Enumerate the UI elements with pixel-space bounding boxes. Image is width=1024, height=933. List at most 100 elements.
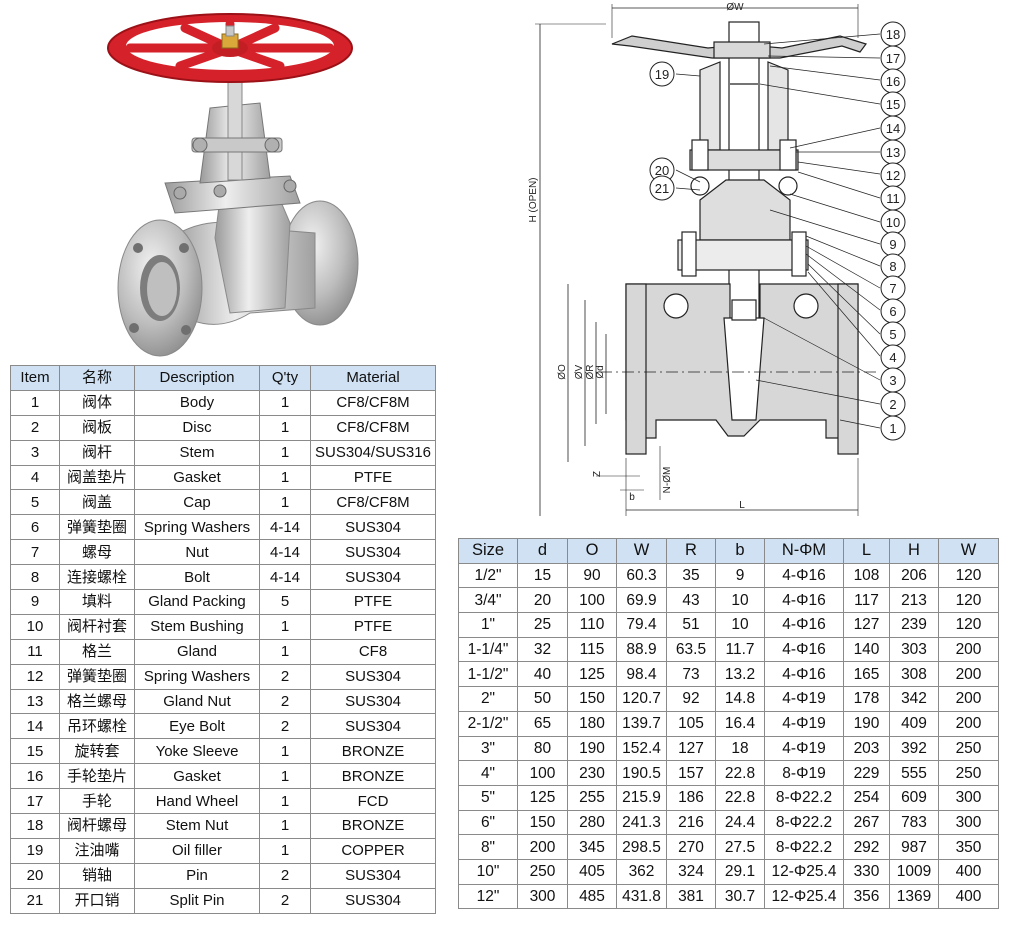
- table-cell: 弹簧垫圈: [59, 663, 135, 690]
- table-cell: 12-Φ25.4: [764, 858, 844, 885]
- table-cell: 4-14: [259, 514, 311, 541]
- table-cell: 92: [666, 686, 716, 712]
- table-cell: Hand Wheel: [134, 788, 260, 815]
- table-cell: 1: [259, 738, 311, 765]
- svg-text:2: 2: [889, 397, 896, 412]
- table-cell: 4-Φ19: [764, 710, 844, 737]
- table-cell: SUS304: [310, 663, 436, 690]
- table-cell: BRONZE: [310, 738, 436, 765]
- table-cell: 格兰螺母: [59, 688, 135, 715]
- table-cell: 300: [517, 883, 568, 910]
- table-cell: 254: [843, 784, 890, 811]
- table-cell: 8: [10, 564, 60, 591]
- table-cell: 开口销: [59, 887, 135, 914]
- table-cell: 609: [889, 784, 939, 811]
- table-cell: 186: [666, 784, 716, 811]
- table-cell: 5": [458, 784, 518, 811]
- table-cell: 13.2: [715, 661, 765, 688]
- table-cell: 10: [715, 587, 765, 614]
- table-cell: 2: [259, 713, 311, 740]
- svg-text:21: 21: [655, 181, 669, 196]
- svg-text:1: 1: [889, 421, 896, 436]
- table-cell: 178: [843, 686, 890, 712]
- table-cell: 1: [259, 638, 311, 665]
- table-cell: 298.5: [616, 834, 667, 860]
- table-cell: 241.3: [616, 809, 667, 836]
- table-cell: 2: [259, 688, 311, 715]
- table-cell: 73: [666, 661, 716, 688]
- valve-section-drawing: 18 17 16 15 14 13 12 11 10 9 8 7 6 5 4 3…: [528, 2, 906, 516]
- table-cell: 308: [889, 661, 939, 688]
- table-cell: 12": [458, 883, 518, 910]
- table-cell: 格兰: [59, 638, 135, 665]
- table-cell: 2: [259, 663, 311, 690]
- table-cell: 1: [259, 763, 311, 790]
- table-cell: 阀体: [59, 389, 135, 416]
- table-cell: SUS304: [310, 514, 436, 541]
- table-cell: 1-1/2": [458, 661, 518, 688]
- table-cell: CF8/CF8M: [310, 414, 436, 441]
- table-cell: 405: [567, 858, 617, 885]
- table-cell: 1: [10, 389, 60, 416]
- svg-text:3: 3: [889, 373, 896, 388]
- table-cell: Eye Bolt: [134, 713, 260, 740]
- table-cell: Gland: [134, 638, 260, 665]
- table-cell: Pin: [134, 862, 260, 889]
- table-cell: 11: [10, 638, 60, 665]
- dim-b: b: [629, 492, 635, 503]
- table-cell: 203: [843, 735, 890, 762]
- table-cell: 100: [567, 587, 617, 614]
- table-cell: 783: [889, 809, 939, 836]
- table-cell: 9: [10, 589, 60, 615]
- table-cell: BRONZE: [310, 813, 436, 839]
- table-cell: 阀杆: [59, 439, 135, 466]
- table-cell: 29.1: [715, 858, 765, 885]
- table-cell: 1: [259, 613, 311, 640]
- table-cell: 1-1/4": [458, 636, 518, 663]
- table-cell: 8-Φ22.2: [764, 809, 844, 836]
- parts-header-row: Item 名称 Description Q'ty Material: [10, 365, 436, 391]
- table-cell: 342: [889, 686, 939, 712]
- svg-text:16: 16: [886, 74, 900, 89]
- svg-text:13: 13: [886, 145, 900, 160]
- table-cell: 280: [567, 809, 617, 836]
- table-cell: SUS304/SUS316: [310, 439, 436, 466]
- table-cell: 35: [666, 562, 716, 589]
- svg-text:6: 6: [889, 304, 896, 319]
- table-cell: 1: [259, 813, 311, 839]
- table-cell: 215.9: [616, 784, 667, 811]
- table-cell: 125: [517, 784, 568, 811]
- table-cell: 15: [517, 562, 568, 589]
- table-cell: 152.4: [616, 735, 667, 762]
- table-cell: 140: [843, 636, 890, 663]
- table-cell: Spring Washers: [134, 663, 260, 690]
- table-cell: 200: [517, 834, 568, 860]
- table-cell: 200: [938, 686, 999, 712]
- table-cell: 阀盖: [59, 489, 135, 516]
- table-cell: Cap: [134, 489, 260, 516]
- table-cell: 4-14: [259, 539, 311, 566]
- table-cell: 4-Φ16: [764, 562, 844, 589]
- table-cell: 356: [843, 883, 890, 910]
- table-cell: Split Pin: [134, 887, 260, 914]
- table-cell: 8-Φ22.2: [764, 834, 844, 860]
- table-cell: 手轮垫片: [59, 763, 135, 790]
- table-cell: SUS304: [310, 862, 436, 889]
- table-cell: 3/4": [458, 587, 518, 614]
- table-cell: 16.4: [715, 710, 765, 737]
- table-cell: Spring Washers: [134, 514, 260, 541]
- table-cell: 10": [458, 858, 518, 885]
- size-header-size: Size: [458, 538, 518, 564]
- table-cell: 5: [10, 489, 60, 516]
- table-cell: 206: [889, 562, 939, 589]
- table-cell: 1/2": [458, 562, 518, 589]
- svg-text:18: 18: [886, 27, 900, 42]
